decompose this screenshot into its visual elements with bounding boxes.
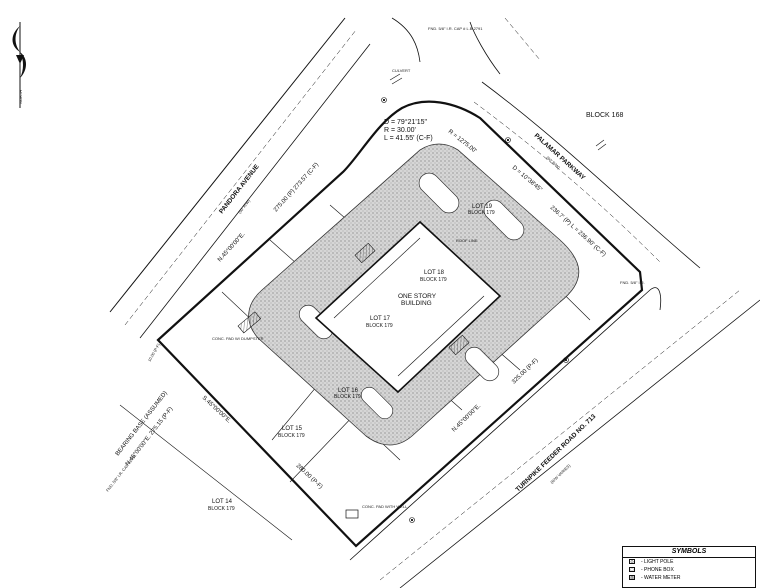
parking-islands xyxy=(298,172,525,420)
legend-item: ⊙ - LIGHT POLE xyxy=(623,558,755,566)
se-bearing: N.45°00'00"E. xyxy=(451,403,482,434)
lot-18-block: BLOCK 179 xyxy=(420,277,447,283)
legend-item: ⊞ - WATER METER xyxy=(623,574,755,582)
intersection-curves xyxy=(391,17,541,75)
curve-delta: D = 79°21'15" xyxy=(384,118,428,126)
note-found-iron-east: FND. 5/8" I.R. xyxy=(620,280,645,285)
curve2-delta: D = 10°38'45" xyxy=(511,165,543,193)
turnpike-road-edges xyxy=(349,287,760,588)
west-distance: 10.00 (P-F) xyxy=(147,342,162,363)
culvert-marks xyxy=(389,73,607,151)
curve-radius: R = 30.00' xyxy=(384,127,416,134)
light-pole-symbol-icon: ⊙ xyxy=(629,559,635,564)
palamar-parkway-edges xyxy=(473,81,701,269)
note-culvert: CULVERT xyxy=(392,68,411,73)
curve-length: L = 41.55' (C-F) xyxy=(384,135,433,142)
legend-item-label: - LIGHT POLE xyxy=(641,559,674,565)
light-pole-icon xyxy=(381,97,569,523)
note-roof-line: ROOF LINE xyxy=(456,238,478,243)
legend-item-label: - PHONE BOX xyxy=(641,567,674,573)
se-distance: 325.00 (P-F) xyxy=(511,358,539,386)
lot-16-name: LOT 16 xyxy=(338,388,359,394)
phone-box-symbol-icon: □ xyxy=(629,567,635,572)
nw-distance: 275.00 (P) 273.57 (C-F) xyxy=(273,162,320,213)
lot-17-block: BLOCK 179 xyxy=(366,323,393,329)
building-label-line2: BUILDING xyxy=(401,300,432,307)
symbols-legend: SYMBOLS ⊙ - LIGHT POLE □ - PHONE BOX ⊞ -… xyxy=(622,546,756,588)
nw-bearing: N.45°00'00"E. xyxy=(217,231,247,263)
building-walkways xyxy=(333,237,485,377)
water-meter-symbol-icon: ⊞ xyxy=(629,575,635,580)
property-boundary xyxy=(156,100,644,548)
pandora-avenue-edges xyxy=(109,17,371,339)
north-arrow-icon: NORTH xyxy=(12,22,26,108)
lot-16-block: BLOCK 179 xyxy=(334,394,361,400)
well-pad xyxy=(345,509,359,519)
north-label: NORTH xyxy=(18,90,23,104)
lot-19-block: BLOCK 179 xyxy=(468,210,495,216)
lot-15-block: BLOCK 179 xyxy=(278,433,305,439)
building-label-line1: ONE STORY xyxy=(398,293,437,300)
note-found-iron-north: FND. 5/8" I.R. CAP # L.B.2791 xyxy=(428,26,483,31)
lot-14-name: LOT 14 xyxy=(212,499,233,505)
lot-17-name: LOT 17 xyxy=(370,316,391,322)
pandora-row-label: (50' R/W) xyxy=(237,198,252,215)
lot-18-name: LOT 18 xyxy=(424,270,445,276)
note-found-iron-west: FND. 5/8" I.R. CAP #2791 xyxy=(105,452,138,492)
legend-item-label: - WATER METER xyxy=(641,575,681,581)
note-well-pad: CONC. PAD WITH WELL xyxy=(362,504,408,509)
note-conc-pad: CONC. PAD W/ DUMPSTER xyxy=(212,336,264,341)
dumpster-pad xyxy=(237,311,262,334)
lot-15-name: LOT 15 xyxy=(282,426,303,432)
legend-item: □ - PHONE BOX xyxy=(623,566,755,574)
palamar-parkway-label: PALAMAR PARKWAY xyxy=(533,132,587,182)
lot-14-block: BLOCK 179 xyxy=(208,506,235,512)
one-story-building xyxy=(314,220,502,394)
lot-19-name: LOT 19 xyxy=(472,204,493,210)
legend-title: SYMBOLS xyxy=(623,547,755,558)
block-168-label: BLOCK 168 xyxy=(586,112,623,119)
